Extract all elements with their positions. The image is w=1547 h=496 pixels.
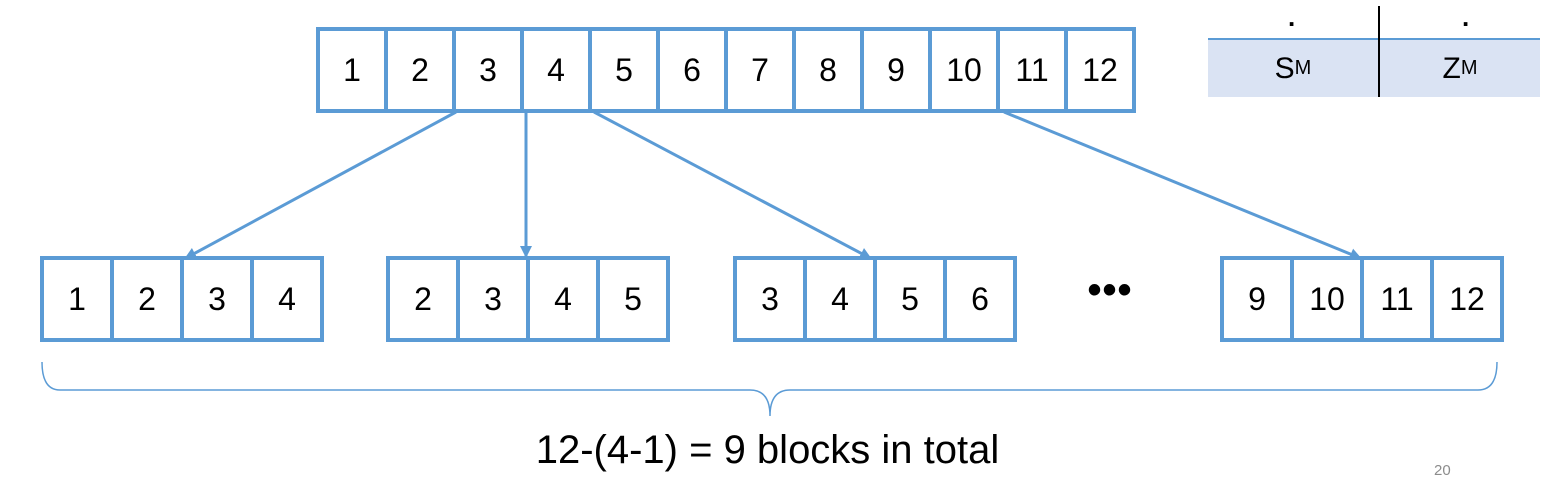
block-group-3: 3 4 5 6	[733, 256, 1017, 342]
caption-text: 12-(4-1) = 9 blocks in total	[535, 428, 1000, 472]
block-cell: 4	[526, 256, 600, 342]
top-cell: 1	[316, 27, 388, 113]
block-cell: 4	[803, 256, 877, 342]
block-group-2: 2 3 4 5	[386, 256, 670, 342]
block-cell: 11	[1360, 256, 1434, 342]
top-cell: 5	[588, 27, 660, 113]
arrow-to-group-4	[1003, 110, 1362, 260]
top-cell: 3	[452, 27, 524, 113]
top-cell: 8	[792, 27, 864, 113]
sm-subscript: M	[1294, 57, 1312, 79]
top-cell: 2	[384, 27, 456, 113]
block-cell: 2	[110, 256, 184, 342]
block-cell: 3	[733, 256, 807, 342]
caption: 12-(4-1) = 9 blocks in total	[0, 428, 1547, 473]
block-cell: 5	[873, 256, 947, 342]
ellipsis: •••	[1087, 268, 1133, 312]
block-group-1: 1 2 3 4	[40, 256, 324, 342]
top-cell: 7	[724, 27, 796, 113]
block-cell: 4	[250, 256, 324, 342]
table-divider	[1378, 6, 1380, 97]
table-header-rule	[1208, 38, 1540, 40]
block-cell: 2	[386, 256, 460, 342]
block-cell: 10	[1290, 256, 1364, 342]
top-cell: 6	[656, 27, 728, 113]
table-body	[1208, 40, 1540, 97]
top-cell: 4	[520, 27, 592, 113]
table-header	[1208, 0, 1540, 40]
header-dot: .	[1462, 2, 1470, 32]
block-cell: 12	[1430, 256, 1504, 342]
top-cell: 10	[928, 27, 1000, 113]
block-cell: 9	[1220, 256, 1294, 342]
arrow-to-group-3	[593, 110, 872, 260]
block-cell: 1	[40, 256, 114, 342]
top-cell: 11	[996, 27, 1068, 113]
arrow-to-group-1	[184, 110, 457, 260]
block-cell: 6	[943, 256, 1017, 342]
zm-subscript: M	[1460, 57, 1478, 79]
block-cell: 3	[456, 256, 530, 342]
top-cell: 9	[860, 27, 932, 113]
zm-label: Z	[1442, 51, 1461, 85]
curly-brace	[41, 361, 1498, 417]
top-cell: 12	[1064, 27, 1136, 113]
top-block-row: 1 2 3 4 5 6 7 8 9 10 11 12	[316, 27, 1136, 113]
block-cell: 3	[180, 256, 254, 342]
page-number: 20	[1434, 462, 1451, 479]
block-cell: 5	[596, 256, 670, 342]
block-group-4: 9 10 11 12	[1220, 256, 1504, 342]
sm-label: S	[1274, 51, 1295, 85]
header-dot: .	[1288, 2, 1296, 32]
